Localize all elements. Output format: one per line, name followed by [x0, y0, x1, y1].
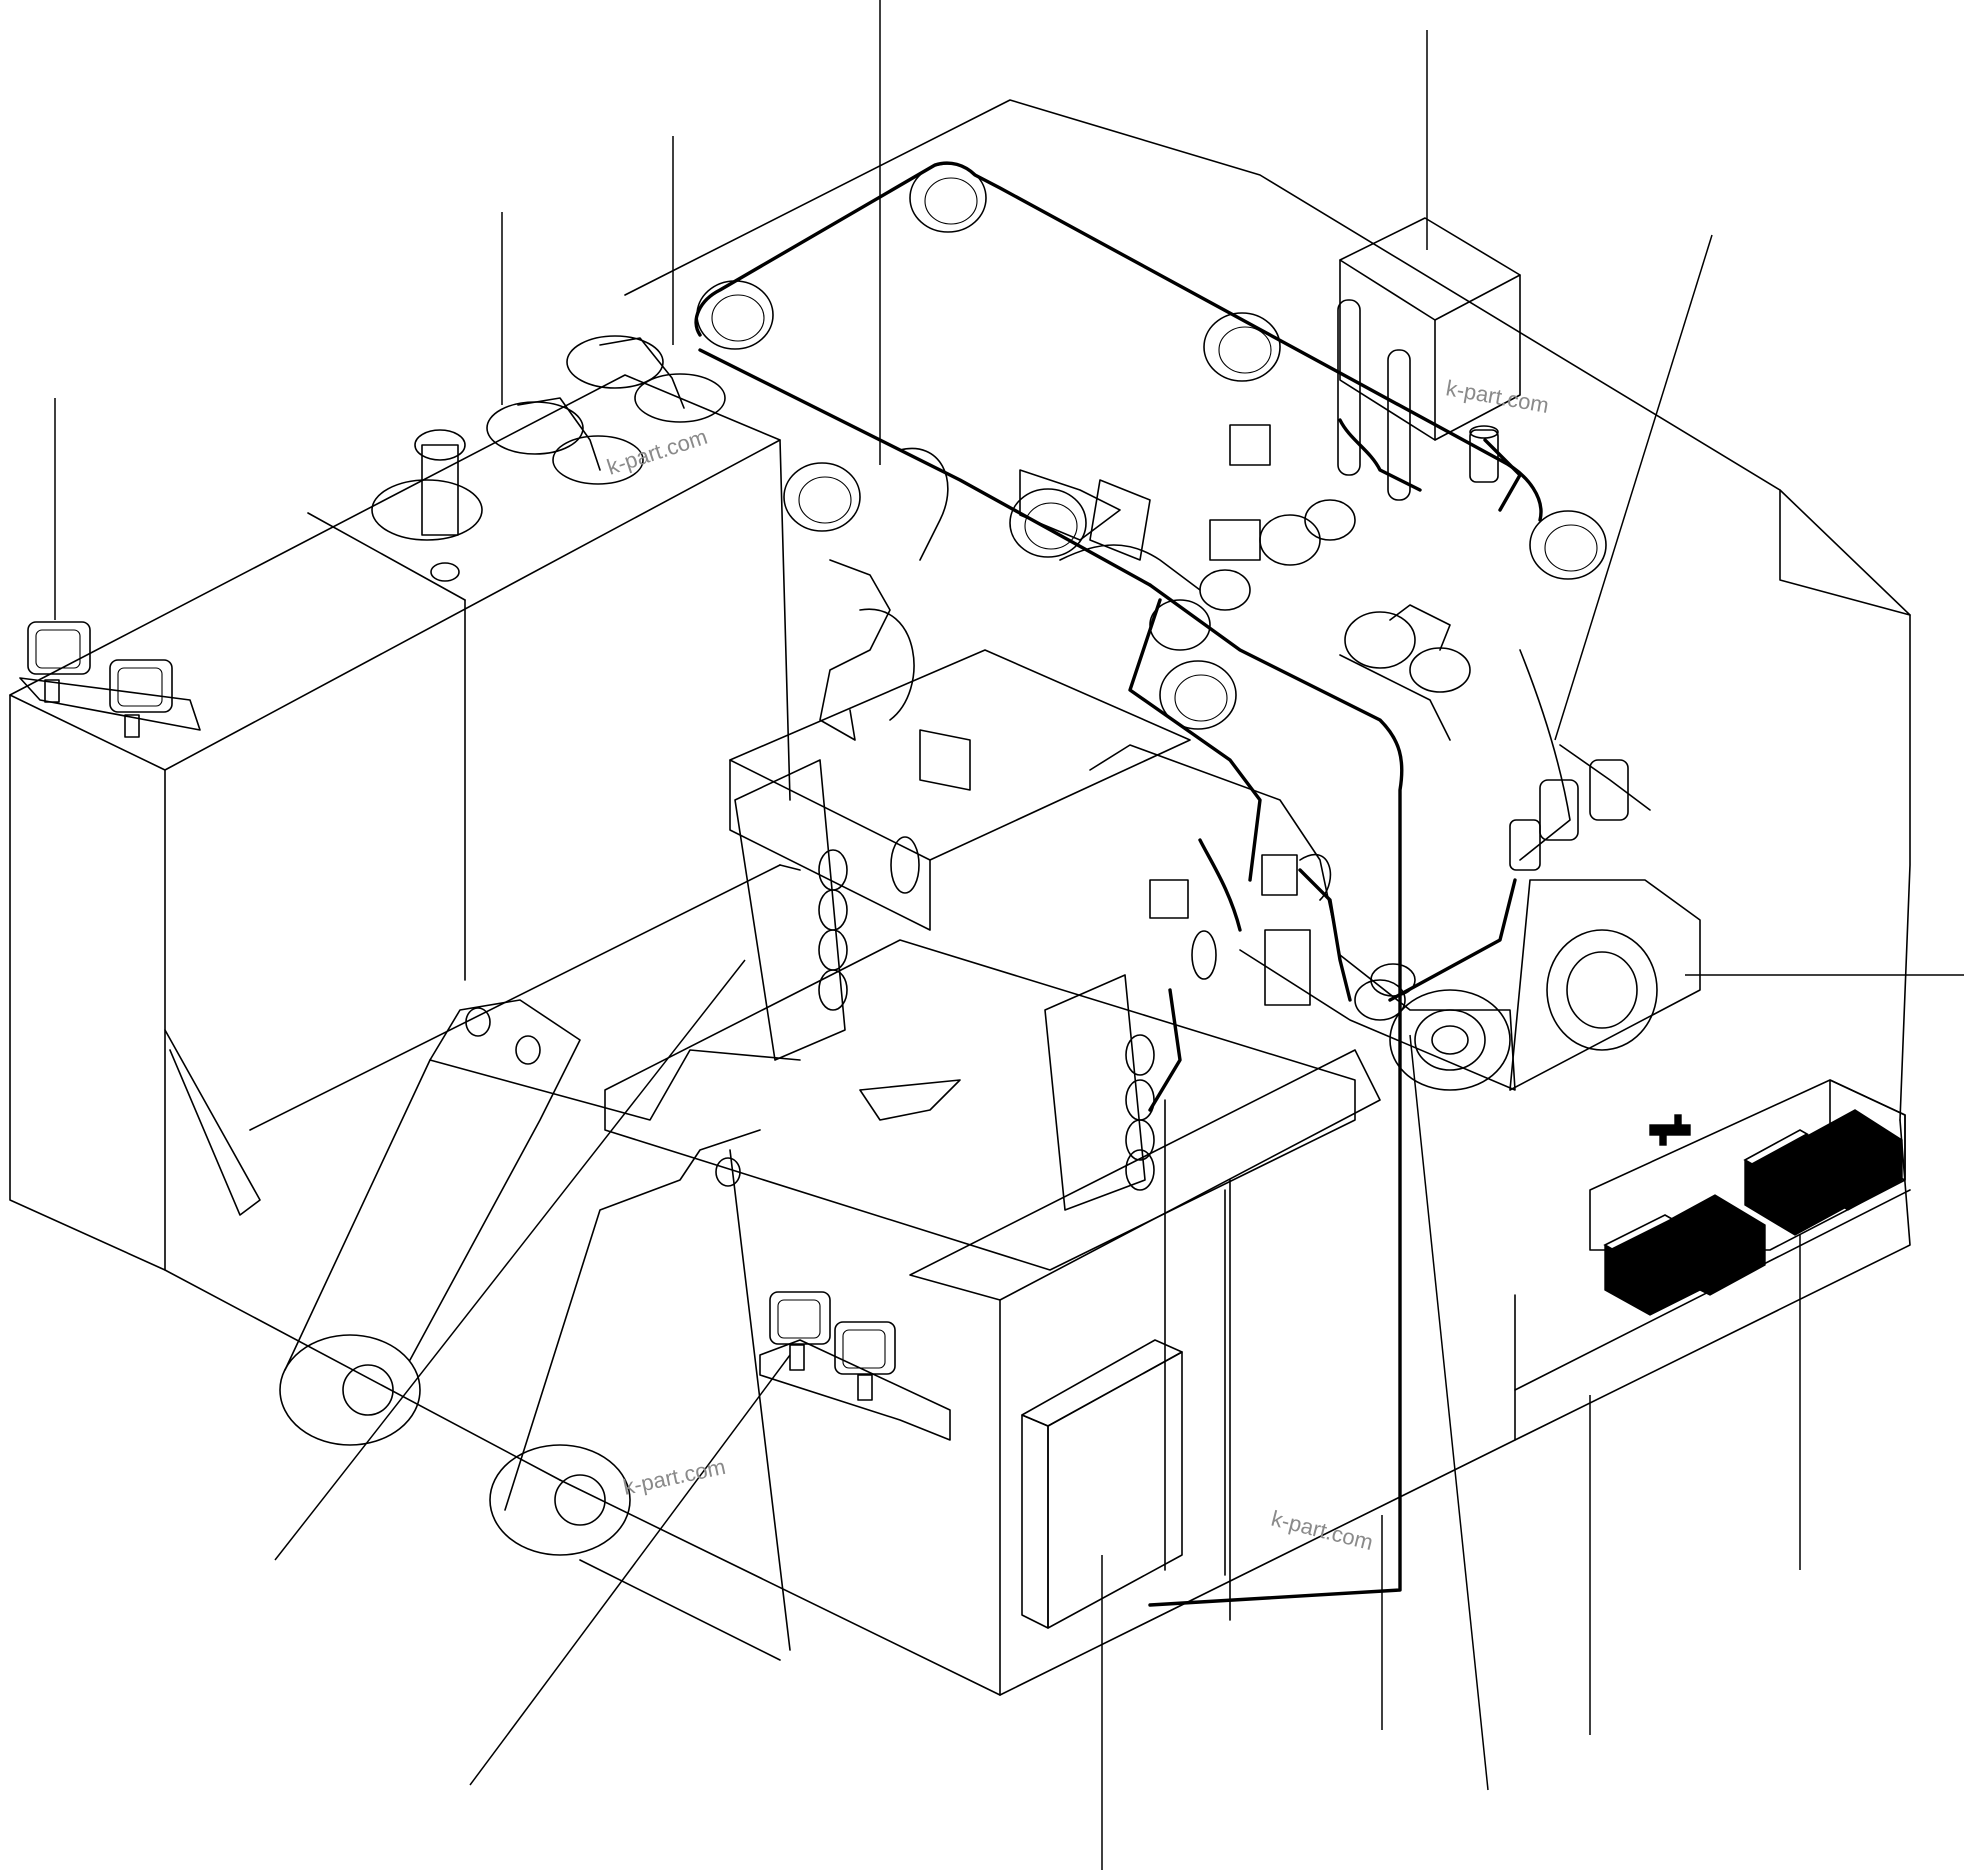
left-tank-box: [9, 374, 791, 1481]
fuel-filler-cap: [371, 429, 483, 582]
engine-sensor-cluster: [890, 424, 1469, 1055]
battery-terminal-bar: [1649, 1114, 1691, 1146]
hydraulic-breather-1: [486, 397, 644, 485]
controller-box: [1021, 1339, 1183, 1629]
work-lamp-left-rear: [19, 621, 201, 738]
watermark-3: k-part.com: [621, 1454, 728, 1500]
roof-lamp-7: [1159, 660, 1237, 730]
engine-block: [819, 447, 1701, 1091]
roof-lamp-3: [1203, 312, 1281, 382]
watermark-4: k-part.com: [1269, 1506, 1376, 1555]
wiring-harness: [694, 161, 1543, 1607]
roof-lamp-4: [1529, 510, 1607, 580]
roof-lamp-5: [783, 462, 861, 532]
control-valve-assembly: [559, 649, 1381, 1696]
roof-lamp-1: [696, 280, 774, 350]
boom-frame-arms: [164, 864, 801, 1661]
watermark-1: k-part.com: [604, 424, 711, 480]
work-lamp-front: [759, 1291, 951, 1441]
roof-lamp-6: [1009, 488, 1087, 558]
relay-box: [1337, 217, 1521, 501]
battery-1: [1603, 1194, 1766, 1316]
leader-lines: [54, 0, 1964, 1870]
battery-2: [1743, 1109, 1903, 1236]
watermark-2: k-part.com: [1444, 375, 1551, 418]
hydraulic-breather-2: [566, 335, 726, 423]
